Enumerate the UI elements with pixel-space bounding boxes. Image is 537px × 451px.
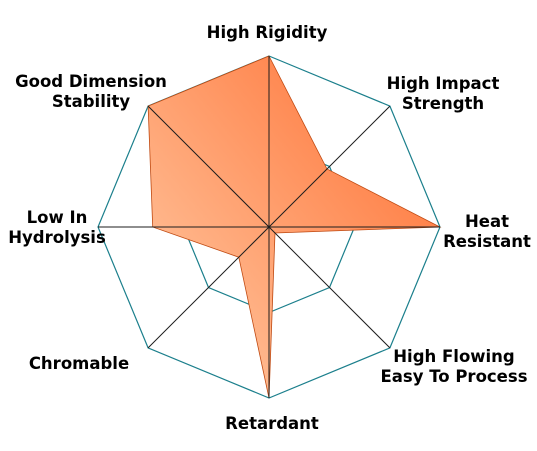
axis-label-line: High Rigidity <box>207 23 328 42</box>
axis-label-line: Chromable <box>29 354 129 373</box>
axis-label-line: Easy To Process <box>380 367 527 386</box>
radar-spokes <box>98 56 440 398</box>
spoke-8 <box>147 105 270 228</box>
spoke-6 <box>147 226 270 349</box>
axis-label-5: Retardant <box>225 414 319 433</box>
axis-label-1: High Rigidity <box>207 23 328 42</box>
axis-label-6: Chromable <box>29 354 129 373</box>
axis-label-line: Low In <box>27 208 88 227</box>
axis-label-line: Resistant <box>443 232 531 251</box>
axis-label-line: Hydrolysis <box>8 228 106 247</box>
axis-label-line: Heat <box>465 212 509 231</box>
axis-label-line: High Flowing <box>393 347 515 366</box>
axis-label-line: Good Dimension <box>15 72 167 91</box>
spoke-4 <box>268 226 391 349</box>
spoke-2 <box>268 105 391 228</box>
axis-label-line: Strength <box>402 94 484 113</box>
axis-label-line: Stability <box>52 92 131 111</box>
axis-label-line: Retardant <box>225 414 319 433</box>
axis-label-line: High Impact <box>387 74 500 93</box>
